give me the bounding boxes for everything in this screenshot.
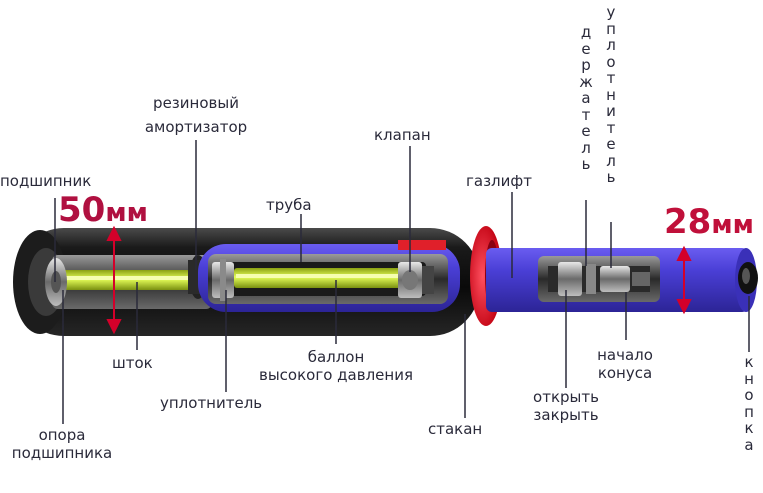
- dimension-28mm: 28мм: [664, 204, 754, 243]
- label-rubber-damper-line2: амортизатор: [144, 118, 248, 136]
- label-rod: шток: [112, 354, 153, 372]
- label-bearing-support-line1: опора: [38, 426, 86, 444]
- label-cylinder-line2: высокого давления: [259, 366, 413, 384]
- inner-tube: [198, 240, 460, 312]
- leader-lines: [54, 140, 750, 424]
- label-cone-start-line1: начало: [597, 346, 653, 364]
- label-tube: труба: [266, 196, 312, 214]
- label-gaslift: газлифт: [466, 172, 532, 190]
- rod-cavity: [52, 255, 212, 309]
- label-open-close-line2: закрыть: [533, 406, 599, 424]
- label-cylinder: баллон высокого давления: [226, 348, 446, 384]
- label-open-close: открыть закрыть: [516, 388, 616, 424]
- dimension-28-value: 28: [664, 202, 712, 242]
- label-seal-vertical: уплотнитель: [606, 3, 616, 186]
- dimension-50mm: 50мм: [58, 192, 148, 231]
- label-cone-start: начало конуса: [582, 346, 668, 382]
- dimension-arrow-50: [106, 225, 122, 335]
- label-bearing-support: опора подшипника: [0, 426, 124, 462]
- label-rubber-damper: резиновый амортизатор: [130, 94, 262, 136]
- label-seal: уплотнитель: [160, 394, 263, 412]
- label-cup: стакан: [428, 420, 483, 438]
- label-rubber-damper-line1: резиновый: [153, 94, 239, 112]
- label-cylinder-line1: баллон: [307, 348, 365, 366]
- dimension-arrow-28: [676, 245, 692, 315]
- dimension-28-unit: мм: [711, 210, 754, 240]
- label-bearing-support-line2: подшипника: [11, 444, 113, 462]
- label-button-vertical: кнопка: [744, 353, 754, 454]
- label-cone-start-line2: конуса: [597, 364, 653, 382]
- dimension-50-unit: мм: [105, 198, 148, 228]
- label-holder-vertical: держатель: [579, 23, 593, 173]
- label-bearing: подшипник: [0, 172, 92, 190]
- label-open-close-line1: открыть: [533, 388, 599, 406]
- label-valve: клапан: [374, 126, 431, 144]
- dimension-50-value: 50: [58, 190, 106, 230]
- button-knob: [738, 262, 758, 294]
- bearing: [45, 258, 67, 306]
- gaslift-tube: [486, 248, 757, 312]
